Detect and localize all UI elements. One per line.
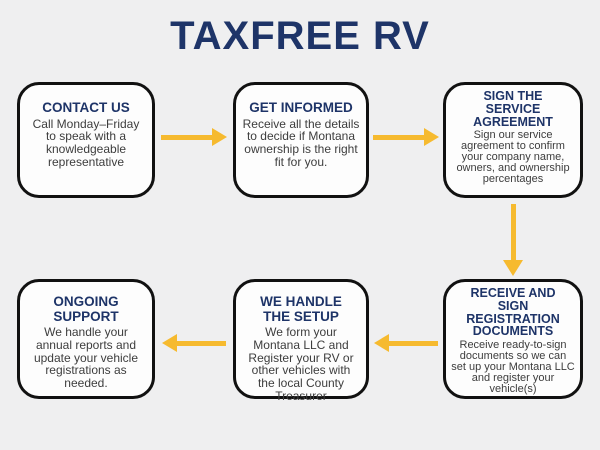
flow-step-contact-us: CONTACT US Call Monday–Friday to speak w… [17, 82, 155, 198]
flow-step-ongoing-support: ONGOING SUPPORT We handle your annual re… [17, 279, 155, 399]
arrow-head [374, 334, 389, 352]
step-title: GET INFORMED [249, 100, 353, 115]
arrow-head [424, 128, 439, 146]
step-title: SIGN THE SERVICE AGREEMENT [473, 89, 553, 129]
step-description: Call Monday–Friday to speak with a knowl… [32, 116, 140, 169]
arrow-shaft [510, 204, 516, 260]
step-description: Receive all the details to decide if Mon… [242, 116, 360, 169]
step-title: RECEIVE AND SIGN REGISTRATION DOCUMENTS [466, 286, 560, 339]
step-description: Receive ready-to-sign documents so we ca… [451, 339, 575, 395]
arrow-shaft [373, 134, 424, 140]
flow-step-sign-the-service-agreement: SIGN THE SERVICE AGREEMENT Sign our serv… [443, 82, 583, 198]
step-title: ONGOING SUPPORT [53, 294, 119, 324]
arrow-shaft [389, 340, 438, 346]
step-description: We handle your annual reports and update… [33, 325, 139, 391]
page-title: TAXFREE RV [170, 14, 430, 58]
flow-step-receive-and-sign-registration-documents: RECEIVE AND SIGN REGISTRATION DOCUMENTS … [443, 279, 583, 399]
step-title: CONTACT US [42, 100, 130, 115]
arrow-head [503, 260, 523, 276]
flow-step-we-handle-the-setup: WE HANDLE THE SETUP We form your Montana… [233, 279, 369, 403]
arrow-left-icon [162, 333, 226, 353]
step-title: WE HANDLE THE SETUP [260, 294, 342, 324]
step-description: Sign our service agreement to confirm yo… [456, 129, 570, 186]
flow-step-get-informed: GET INFORMED Receive all the details to … [233, 82, 369, 198]
arrow-left-icon [374, 333, 438, 353]
arrow-shaft [177, 340, 226, 346]
arrow-down-icon [503, 204, 523, 276]
arrow-right-icon [161, 127, 227, 147]
step-description: We form your Montana LLC and Register yo… [248, 325, 354, 403]
arrow-right-icon [373, 127, 439, 147]
arrow-head [162, 334, 177, 352]
arrow-head [212, 128, 227, 146]
arrow-shaft [161, 134, 212, 140]
